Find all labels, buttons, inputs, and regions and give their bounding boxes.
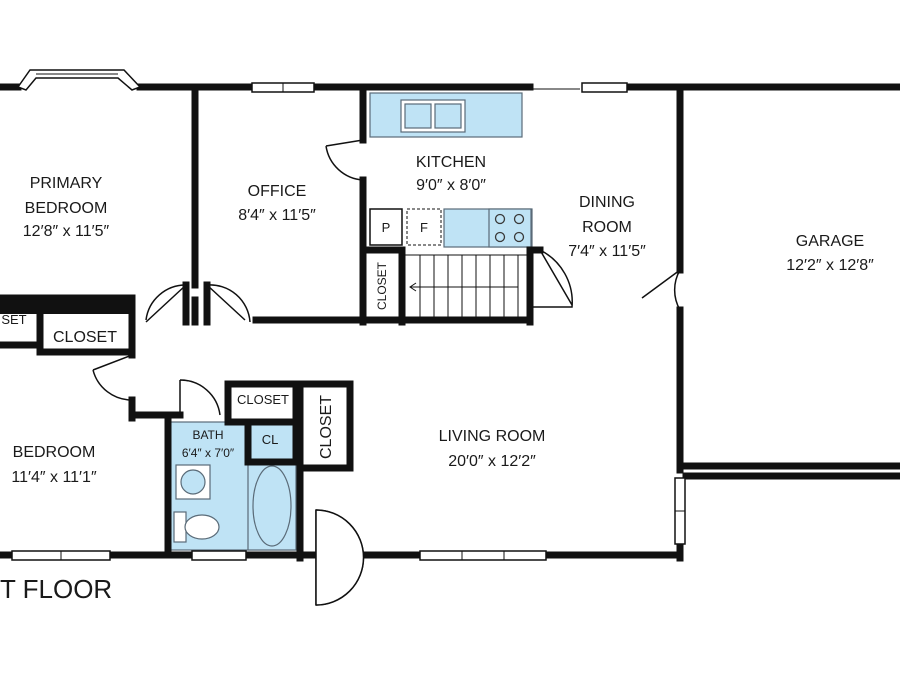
- closet-bath-top-label: CLOSET: [237, 392, 289, 407]
- office-size: 8′4″ x 11′5″: [238, 207, 316, 224]
- door-bath: [179, 379, 221, 416]
- living-room-size: 20′0″ x 12′2″: [448, 453, 536, 470]
- stairs: [403, 254, 529, 319]
- sink-basin-left: [404, 103, 432, 129]
- windows: [11, 69, 686, 561]
- dining-room-name-1: DINING: [579, 194, 635, 211]
- door-office: [206, 284, 251, 323]
- door-hall: [92, 354, 133, 401]
- vanity-basin: [180, 469, 206, 495]
- office-name: OFFICE: [248, 183, 307, 200]
- sink-basin-right: [434, 103, 462, 129]
- fridge-label: F: [420, 220, 428, 235]
- door-primary: [145, 284, 187, 323]
- bathtub-basin: [252, 465, 292, 547]
- primary-bedroom-name-1: PRIMARY: [30, 175, 103, 192]
- dining-room-size: 7′4″ x 11′5″: [568, 243, 646, 260]
- closet-hall-label: CLOSET: [53, 329, 117, 346]
- stove-burners: [494, 213, 525, 243]
- front-door-leaf: [315, 509, 365, 606]
- door-stairs: [530, 249, 573, 308]
- fixtures: [169, 92, 533, 551]
- closet-left-cut-label: SET: [1, 312, 26, 327]
- primary-bedroom-name-2: BEDROOM: [25, 200, 108, 217]
- window-living: [419, 550, 547, 561]
- fridge-box: [406, 208, 442, 246]
- toilet-icon: [184, 514, 220, 540]
- window-mullions: [36, 73, 685, 560]
- door-kitchen: [325, 139, 364, 181]
- dining-room-name-2: ROOM: [582, 219, 632, 236]
- floor-label: T FLOOR: [0, 574, 112, 604]
- closet-header-bar: [0, 296, 134, 314]
- garage-name: GARAGE: [796, 233, 864, 250]
- labels: PRIMARY BEDROOM 12′8″ x 11′5″ OFFICE 8′4…: [1, 154, 874, 486]
- closet-kitchen-vertical-label: CLOSET: [375, 261, 389, 310]
- pantry-label: P: [382, 220, 391, 235]
- pantry-box: [369, 208, 403, 246]
- toilet-tank: [173, 511, 187, 543]
- primary-bedroom-size: 12′8″ x 11′5″: [23, 223, 110, 240]
- window-bath: [191, 550, 247, 561]
- kitchen-name: KITCHEN: [416, 154, 486, 171]
- kitchen-size: 9′0″ x 8′0″: [416, 177, 486, 194]
- bath-size: 6′4″ x 7′0″: [182, 446, 235, 460]
- garage-size: 12′2″ x 12′8″: [786, 257, 874, 274]
- bedroom-name: BEDROOM: [13, 444, 96, 461]
- bay-window: [16, 69, 142, 91]
- door-garage: [641, 269, 681, 311]
- stove-icon: [488, 208, 532, 248]
- bedroom-size: 11′4″ x 11′1″: [11, 469, 97, 486]
- living-room-name: LIVING ROOM: [439, 428, 546, 445]
- closet-linen-label: CL: [262, 432, 279, 447]
- window-dining: [581, 82, 628, 93]
- bath-name: BATH: [192, 428, 223, 442]
- closet-living-vertical-label: CLOSET: [318, 395, 335, 459]
